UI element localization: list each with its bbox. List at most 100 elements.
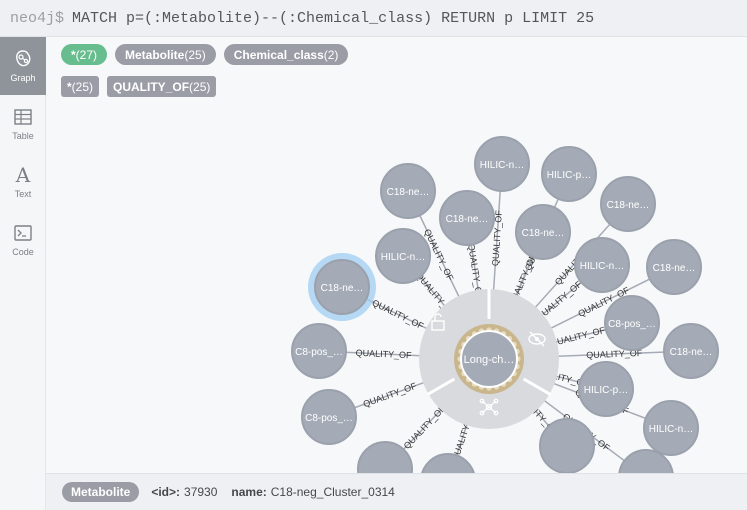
node-caption: HILIC-p… (547, 170, 591, 181)
metabolite-node[interactable]: HILIC-n… (574, 237, 630, 293)
node-caption: C18-ne… (607, 200, 650, 211)
prompt-label: neo4j$ (10, 9, 65, 27)
node-caption: C8-pos_… (608, 319, 656, 330)
code-icon (14, 225, 32, 241)
node-caption: HILIC-n… (649, 424, 693, 435)
relationship-label: QUALITY_OF (371, 298, 426, 332)
node-circle[interactable] (618, 449, 674, 473)
metabolite-node[interactable]: C8-pos_… (301, 389, 357, 445)
metabolite-node[interactable] (539, 418, 595, 473)
node-layer: HILIC-n… HILIC-p… C18-ne… C18-ne… C18-ne… C18… (291, 136, 719, 473)
node-circle[interactable] (474, 136, 530, 192)
node-circle[interactable] (375, 228, 431, 284)
node-caption: C8-pos_… (295, 347, 343, 358)
node-circle[interactable] (541, 146, 597, 202)
status-id-value: 37930 (184, 485, 218, 499)
node-caption: HILIC-n… (381, 252, 425, 263)
legend-rel-quality-of[interactable]: QUALITY_OF(25) (107, 76, 217, 97)
metabolite-node[interactable]: HILIC-n… (474, 136, 530, 192)
metabolite-node[interactable]: HILIC-p… (541, 146, 597, 202)
node-circle[interactable] (600, 176, 656, 232)
node-circle[interactable] (439, 190, 495, 246)
node-caption: C18-ne… (522, 228, 565, 239)
view-sidebar: Graph Table A Text Code (0, 37, 46, 510)
node-caption: C18-ne… (321, 283, 364, 294)
metabolite-node[interactable] (421, 453, 475, 473)
node-caption: HILIC-n… (480, 160, 524, 171)
hide-icon[interactable] (528, 331, 546, 347)
legend-node-metabolite[interactable]: Metabolite(25) (115, 44, 216, 65)
legend-rel-all[interactable]: *(25) (61, 76, 100, 97)
node-circle[interactable] (357, 441, 413, 473)
status-name-value: C18-neg_Cluster_0314 (270, 485, 395, 499)
node-circle[interactable] (663, 323, 719, 379)
expand-icon[interactable] (479, 398, 499, 416)
sidebar-item-table[interactable]: Table (0, 95, 46, 153)
node-caption: HILIC-n… (580, 261, 624, 272)
query-editor[interactable]: neo4j$ MATCH p=(:Metabolite)--(:Chemical… (0, 0, 747, 37)
status-name-key: name: (231, 485, 267, 499)
metabolite-node[interactable]: C18-ne… (515, 204, 571, 260)
lock-icon[interactable] (431, 313, 445, 331)
table-icon (14, 109, 32, 125)
node-circle[interactable] (421, 453, 475, 473)
sidebar-item-graph[interactable]: Graph (0, 37, 46, 95)
metabolite-node[interactable]: C18-ne… (439, 190, 495, 246)
relationship-label: QUALITY_OF (355, 348, 412, 361)
sidebar-label-table: Table (12, 131, 34, 141)
node-caption: C18-ne… (653, 263, 696, 274)
relationship-legend: *(25) QUALITY_OF(25) (61, 76, 217, 97)
node-detail-bar: Metabolite <id>: 37930 name: C18-neg_Clu… (46, 473, 747, 510)
sidebar-label-graph: Graph (10, 73, 36, 83)
node-circle[interactable] (515, 204, 571, 260)
relationship-label: QUALITY_OF (402, 403, 448, 451)
node-circle[interactable] (301, 389, 357, 445)
relationship-label: QUALITY_OF (549, 325, 606, 348)
metabolite-node[interactable] (357, 441, 413, 473)
node-circle[interactable] (578, 361, 634, 417)
node-circle[interactable] (380, 163, 436, 219)
metabolite-node[interactable]: HILIC-p… (578, 361, 634, 417)
node-circle[interactable] (643, 400, 699, 456)
node-caption: HILIC-p… (584, 385, 628, 396)
legend-node-chemical-class[interactable]: Chemical_class(2) (223, 44, 349, 65)
query-text[interactable]: MATCH p=(:Metabolite)--(:Chemical_class)… (72, 9, 595, 27)
chemical-class-node[interactable]: Long-ch… (454, 324, 524, 394)
node-caption: C18-ne… (387, 187, 430, 198)
legend-node-all[interactable]: *(27) (61, 44, 108, 65)
node-circle[interactable] (646, 239, 702, 295)
metabolite-node[interactable]: C8-pos_… (604, 295, 660, 351)
text-icon: A (15, 163, 31, 187)
metabolite-node[interactable]: C18-ne… (663, 323, 719, 379)
metabolite-node[interactable]: C8-pos_… (291, 323, 347, 379)
ring-divider (426, 377, 456, 396)
metabolite-node[interactable] (618, 449, 674, 473)
node-circle[interactable] (574, 237, 630, 293)
metabolite-node[interactable]: HILIC-n… (643, 400, 699, 456)
graph-icon (16, 50, 31, 67)
metabolite-node[interactable]: C18-ne… (600, 176, 656, 232)
center-node-caption: Long-ch… (464, 354, 515, 366)
node-circle[interactable] (604, 295, 660, 351)
node-circle[interactable] (539, 418, 595, 473)
metabolite-node[interactable]: HILIC-n… (375, 228, 431, 284)
sidebar-item-code[interactable]: Code (0, 211, 46, 269)
status-id-key: <id>: (151, 485, 181, 499)
relationship-label: QUALITY_OF (362, 381, 419, 410)
node-caption: C18-ne… (670, 347, 713, 358)
sidebar-label-text: Text (14, 189, 32, 199)
relationship-label: QUALITY_OF (586, 348, 643, 360)
metabolite-node[interactable]: C18-ne… (646, 239, 702, 295)
center-node-circle[interactable] (460, 330, 518, 388)
node-label-legend: *(27) Metabolite(25) Chemical_class(2) (61, 44, 349, 65)
metabolite-node[interactable]: C18-ne… (380, 163, 436, 219)
node-circle[interactable] (291, 323, 347, 379)
node-caption: C18-ne… (446, 214, 489, 225)
status-label-badge[interactable]: Metabolite (62, 482, 140, 502)
metabolite-node[interactable]: C18-ne… (308, 253, 376, 321)
sidebar-item-text[interactable]: A Text (0, 153, 46, 211)
node-circle[interactable] (314, 259, 370, 315)
